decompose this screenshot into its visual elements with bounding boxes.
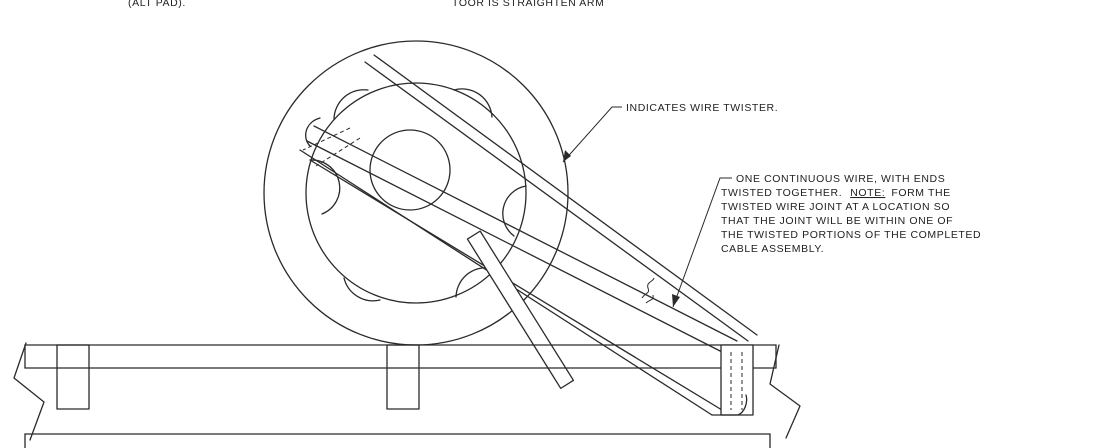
wire-twister-body (466, 230, 575, 389)
reel-inner-drum (305, 82, 527, 304)
drive-hole (343, 277, 381, 302)
wire-twister (466, 230, 575, 389)
leader-arrowhead (672, 294, 680, 307)
break-symbol-right (769, 344, 801, 439)
callout-line: THE TWISTED PORTIONS OF THE COMPLETED (721, 229, 981, 241)
wire-strand-outer (373, 54, 758, 336)
twisted-wire-joint (645, 294, 654, 304)
header-fragment-center: TOOR IS STRAIGHTEN ARM (452, 0, 604, 9)
callout-line: TWISTED WIRE JOINT AT A LOCATION SO (721, 201, 950, 213)
note-label: NOTE: (850, 187, 885, 199)
callout-line: ONE CONTINUOUS WIRE, WITH ENDS (736, 173, 945, 185)
stand-leg (56, 344, 90, 410)
leader-line (672, 177, 732, 308)
hidden-wire (315, 137, 361, 167)
wire-wrap-leg (711, 394, 748, 416)
leader-arrowhead (563, 150, 571, 162)
wire-strand-down (309, 159, 723, 411)
callout-line: TWISTED TOGETHER.NOTE:FORM THE (721, 187, 951, 199)
wire-strand-lower (306, 140, 729, 356)
wire-strand-upper (313, 125, 738, 342)
leader-line (562, 106, 622, 163)
drive-hole (455, 267, 491, 298)
reel-stand (13, 342, 801, 448)
stand-leg (386, 344, 420, 410)
wire-strand-outer (364, 61, 749, 342)
reel-arbor-hole (369, 129, 451, 211)
hidden-wire (302, 127, 351, 151)
stand-leg (720, 344, 754, 416)
drive-hole (502, 185, 527, 237)
drive-hole (453, 88, 493, 118)
twisted-wire-joint (641, 277, 655, 299)
break-symbol-left (13, 342, 45, 441)
callout-line: CABLE ASSEMBLY. (721, 243, 824, 255)
wire-loop (305, 117, 321, 147)
callout-line: THAT THE JOINT WILL BE WITHIN ONE OF (721, 215, 953, 227)
drive-hole (333, 89, 369, 120)
drive-hole (309, 159, 341, 215)
callout-label-wire-twister: INDICATES WIRE TWISTER. (626, 102, 778, 114)
callout-continuous-wire: ONE CONTINUOUS WIRE, WITH ENDS TWISTED T… (672, 173, 981, 308)
callout-wire-twister: INDICATES WIRE TWISTER. (562, 102, 778, 163)
header-fragment-left: (ALT PAD). (128, 0, 186, 9)
